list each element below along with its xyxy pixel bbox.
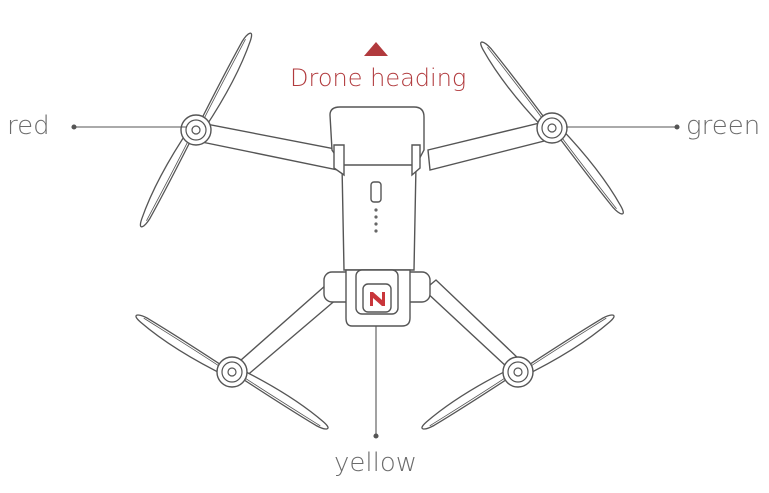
motor-label-green: green <box>686 111 761 141</box>
leader-lines <box>71 124 680 439</box>
arms <box>191 119 557 379</box>
motor-label-yellow: yellow <box>334 448 418 478</box>
drone-heading-label: Drone heading <box>290 64 467 92</box>
battery-level-dots <box>374 208 378 233</box>
propeller-front-right <box>479 28 625 228</box>
arm-rear-left <box>230 284 340 379</box>
arm-front-left <box>191 121 341 171</box>
arm-rear-right <box>422 279 522 369</box>
arrow-up-triangle-icon <box>364 42 388 56</box>
motor-label-red: red <box>7 111 50 141</box>
propeller-rear-right <box>420 291 616 453</box>
brand-logo-icon <box>370 292 385 306</box>
